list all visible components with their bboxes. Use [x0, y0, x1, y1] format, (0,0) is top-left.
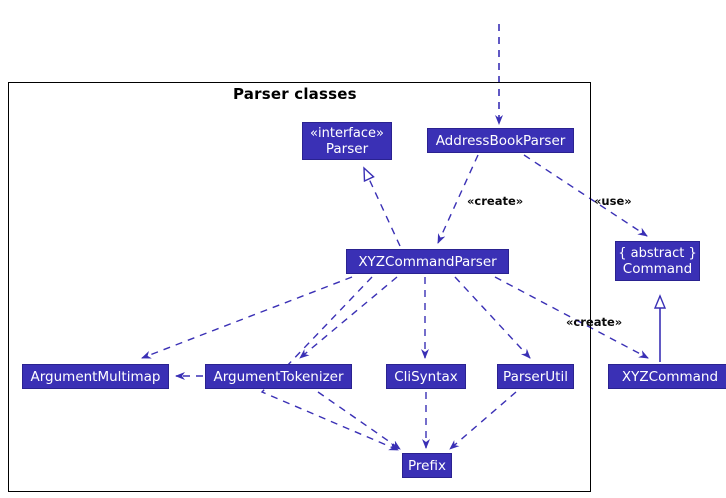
edge-label-use-command: «use»: [594, 194, 632, 208]
edge-label-create-command: «create»: [566, 315, 623, 329]
class-name: ArgumentMultimap: [30, 368, 161, 385]
page-title: Parser classes: [233, 85, 357, 103]
class-box-parserutil[interactable]: ParserUtil: [497, 364, 574, 389]
class-stereotype: { abstract }: [618, 245, 697, 261]
class-name: CliSyntax: [394, 368, 458, 385]
class-name: Parser: [325, 140, 369, 157]
class-box-argumenttokenizer[interactable]: ArgumentTokenizer: [205, 364, 352, 389]
class-name: XYZCommandParser: [358, 253, 497, 270]
edge-label-create-parser: «create»: [467, 194, 524, 208]
class-box-command[interactable]: { abstract } Command: [615, 241, 700, 281]
class-box-addressbookparser[interactable]: AddressBookParser: [427, 128, 574, 153]
class-box-clisyntax[interactable]: CliSyntax: [386, 364, 466, 389]
class-box-parser[interactable]: «interface» Parser: [302, 122, 392, 160]
class-name: AddressBookParser: [435, 132, 566, 149]
class-box-xyzcommandparser[interactable]: XYZCommandParser: [346, 249, 509, 274]
class-box-argumentmultimap[interactable]: ArgumentMultimap: [22, 364, 169, 389]
class-box-prefix[interactable]: Prefix: [402, 453, 452, 478]
class-name: ParserUtil: [503, 368, 568, 385]
class-name: Command: [622, 260, 693, 277]
package-frame: [8, 82, 591, 492]
class-box-xyzcommand[interactable]: XYZCommand: [608, 364, 726, 389]
class-stereotype: «interface»: [310, 125, 384, 141]
class-name: ArgumentTokenizer: [213, 368, 344, 385]
class-name: XYZCommand: [621, 368, 719, 385]
class-name: Prefix: [408, 457, 446, 474]
